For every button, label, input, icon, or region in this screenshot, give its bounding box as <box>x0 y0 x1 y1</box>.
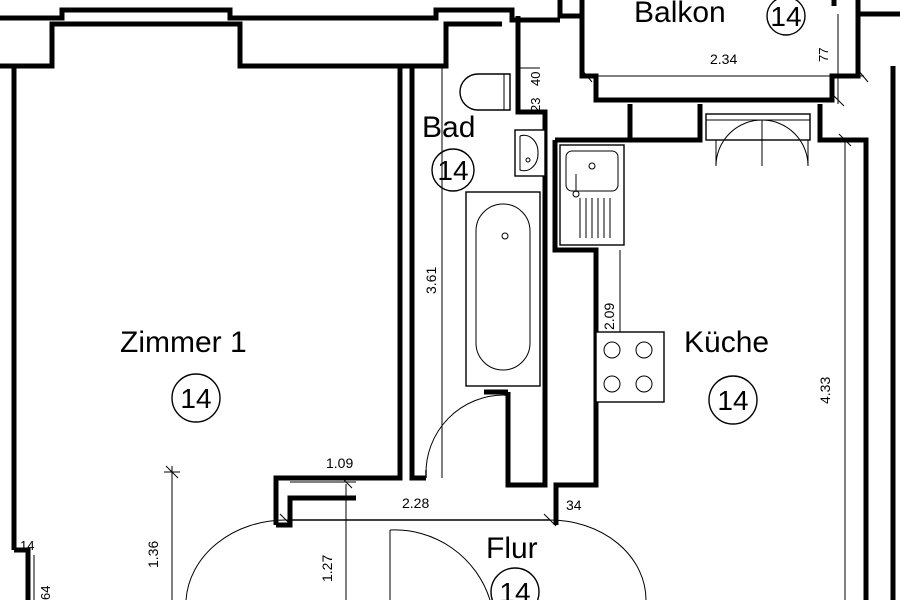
bathtub <box>465 191 541 387</box>
toilet <box>459 73 511 111</box>
room-number-circle-zimmer-1 <box>171 373 221 423</box>
room-number-flur: 14 <box>499 577 530 600</box>
room-number-circle-bad <box>431 148 475 192</box>
dim-bad-length: 3.61 <box>423 267 439 294</box>
dim-flur-width: 2.28 <box>402 495 429 511</box>
room-number-circle-flur <box>490 567 540 600</box>
room-number-circle-kueche <box>708 375 758 425</box>
room-label-zimmer-1: Zimmer 1 <box>120 326 247 359</box>
room-label-flur: Flur <box>486 532 538 565</box>
dim-flur-136: 1.36 <box>145 541 161 568</box>
dim-flur-127: 1.27 <box>319 555 335 582</box>
room-label-balkon: Balkon <box>634 0 726 29</box>
flur-doors <box>185 519 647 600</box>
dim-kitchen-wall: 2.09 <box>601 303 617 330</box>
bad-door <box>425 394 508 478</box>
dim-kitchen-length: 4.33 <box>817 377 833 404</box>
room-label-kueche: Küche <box>684 326 769 359</box>
dim-wall-14: 14 <box>20 538 34 553</box>
stove <box>595 331 665 403</box>
dim-opening-109: 1.09 <box>326 455 353 471</box>
washbasin <box>514 129 546 177</box>
room-label-bad: Bad <box>422 111 475 144</box>
room-number-kueche: 14 <box>717 385 748 416</box>
dimension-lines <box>33 14 869 600</box>
room-number-bad: 14 <box>437 155 468 186</box>
room-number-circle-balkon <box>766 0 806 36</box>
room-number-zimmer-1: 14 <box>180 383 211 414</box>
dim-balkon-width: 2.34 <box>710 51 737 67</box>
dim-bad-23: 23 <box>528 98 543 112</box>
sink <box>559 144 625 246</box>
room-number-balkon: 14 <box>770 1 801 32</box>
dim-bad-40: 40 <box>528 72 543 86</box>
dim-wall-64: 64 <box>38 586 53 600</box>
dim-flur-34: 34 <box>566 497 582 513</box>
dim-balkon-depth: 77 <box>816 48 831 62</box>
balcony-door <box>705 113 811 167</box>
